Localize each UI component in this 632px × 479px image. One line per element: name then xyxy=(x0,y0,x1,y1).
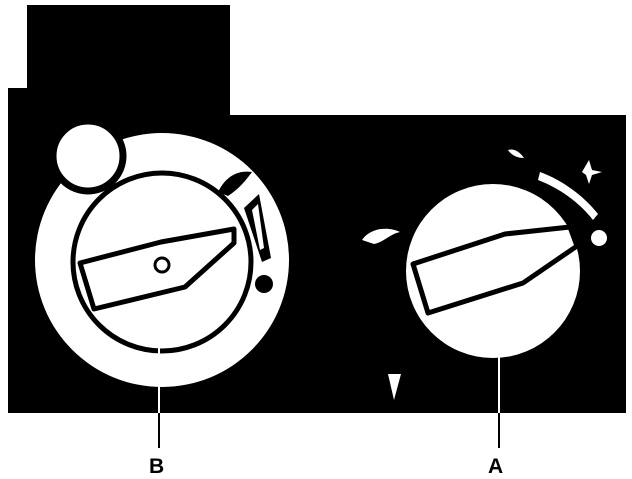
indicator-light-icon xyxy=(53,121,123,191)
callout-label-b: B xyxy=(149,456,164,477)
knob-a-dot-icon xyxy=(591,230,607,246)
knob-b-center-mark xyxy=(155,258,169,272)
knob-b-dot-icon xyxy=(255,275,273,293)
callout-label-a: A xyxy=(488,456,503,477)
